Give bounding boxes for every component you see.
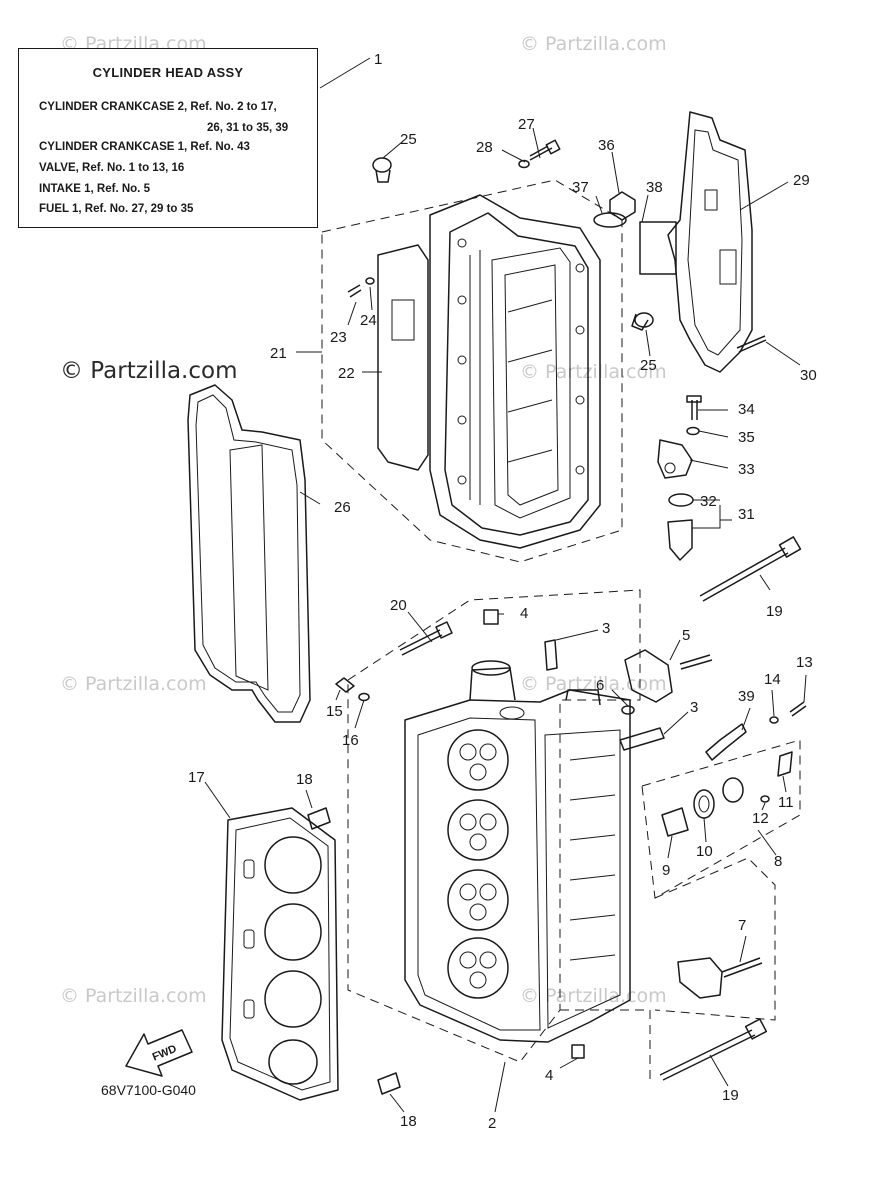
callout-label: 28 [476, 139, 493, 156]
callout-label: 23 [330, 329, 347, 346]
legend-title: CYLINDER HEAD ASSY [92, 65, 244, 80]
legend-line: CYLINDER CRANKCASE 1, Ref. No. 43 [39, 141, 250, 153]
head-gasket [221, 807, 339, 1101]
assembly-outlines [321, 179, 801, 1085]
callout-label: 35 [738, 429, 755, 446]
callout-label: 22 [338, 365, 355, 382]
callout-label: 37 [572, 179, 589, 196]
cylinder-head [404, 660, 631, 1043]
callout-label: 7 [738, 917, 746, 934]
callout-label: 3 [602, 620, 610, 637]
callout-label: 32 [700, 493, 717, 510]
callout-label: 18 [296, 771, 313, 788]
callout-label: 21 [270, 345, 287, 362]
callout-label: 27 [518, 116, 535, 133]
callout-label: 2 [488, 1115, 496, 1132]
fwd-arrow: FWD [125, 1029, 193, 1077]
small-parts [307, 139, 807, 1095]
legend-line: INTAKE 1, Ref. No. 5 [39, 183, 150, 195]
callout-label: 29 [793, 172, 810, 189]
callout-label: 24 [360, 312, 377, 329]
watermark: © Partzilla.com [60, 673, 207, 695]
callout-label: 1 [374, 51, 382, 68]
callout-label: 12 [752, 810, 769, 827]
watermark: © Partzilla.com [520, 33, 667, 55]
legend-line: CYLINDER CRANKCASE 2, Ref. No. 2 to 17, [39, 101, 277, 113]
callout-label: 33 [738, 461, 755, 478]
manifold-plate [639, 111, 753, 373]
callout-label: 25 [640, 357, 657, 374]
callout-label: 26 [334, 499, 351, 516]
callout-label: 10 [696, 843, 713, 860]
callout-label: 9 [662, 862, 670, 879]
callout-label: 36 [598, 137, 615, 154]
watermark: © Partzilla.com [520, 985, 667, 1007]
callout-label: 19 [722, 1087, 739, 1104]
watermark: © Partzilla.com [60, 985, 207, 1007]
callout-label: 39 [738, 688, 755, 705]
callout-label: 16 [342, 732, 359, 749]
callout-label: 6 [596, 677, 604, 694]
callout-label: 4 [520, 605, 528, 622]
cylinder-head-cover [377, 194, 601, 549]
callout-label: 31 [738, 506, 755, 523]
callout-label: 38 [646, 179, 663, 196]
watermark: © Partzilla.com [60, 358, 238, 384]
callout-label: 5 [682, 627, 690, 644]
callout-label: 13 [796, 654, 813, 671]
legend-line: FUEL 1, Ref. No. 27, 29 to 35 [39, 203, 194, 215]
legend-line: VALVE, Ref. No. 1 to 13, 16 [39, 162, 185, 174]
diagram-code: 68V7100-G040 [101, 1082, 196, 1098]
callout-label: 20 [390, 597, 407, 614]
callout-label: 3 [690, 699, 698, 716]
callout-label: 18 [400, 1113, 417, 1130]
callout-label: 34 [738, 401, 755, 418]
callouts: 1 2 3 3 4 4 5 6 7 8 9 10 11 12 13 14 15 … [188, 51, 817, 1132]
fwd-label: FWD [151, 1043, 179, 1064]
leader-lines [204, 57, 807, 1113]
cover-gasket [187, 384, 311, 723]
callout-label: 30 [800, 367, 817, 384]
callout-label: 25 [400, 131, 417, 148]
callout-label: 19 [766, 603, 783, 620]
callout-label: 17 [188, 769, 205, 786]
callout-label: 8 [774, 853, 782, 870]
watermark: © Partzilla.com [520, 673, 667, 695]
callout-label: 4 [545, 1067, 553, 1084]
callout-label: 15 [326, 703, 343, 720]
assembly-legend: CYLINDER HEAD ASSY CYLINDER CRANKCASE 2,… [18, 48, 318, 228]
legend-line: 26, 31 to 35, 39 [207, 122, 289, 134]
callout-label: 14 [764, 671, 781, 688]
callout-label: 11 [778, 794, 794, 811]
